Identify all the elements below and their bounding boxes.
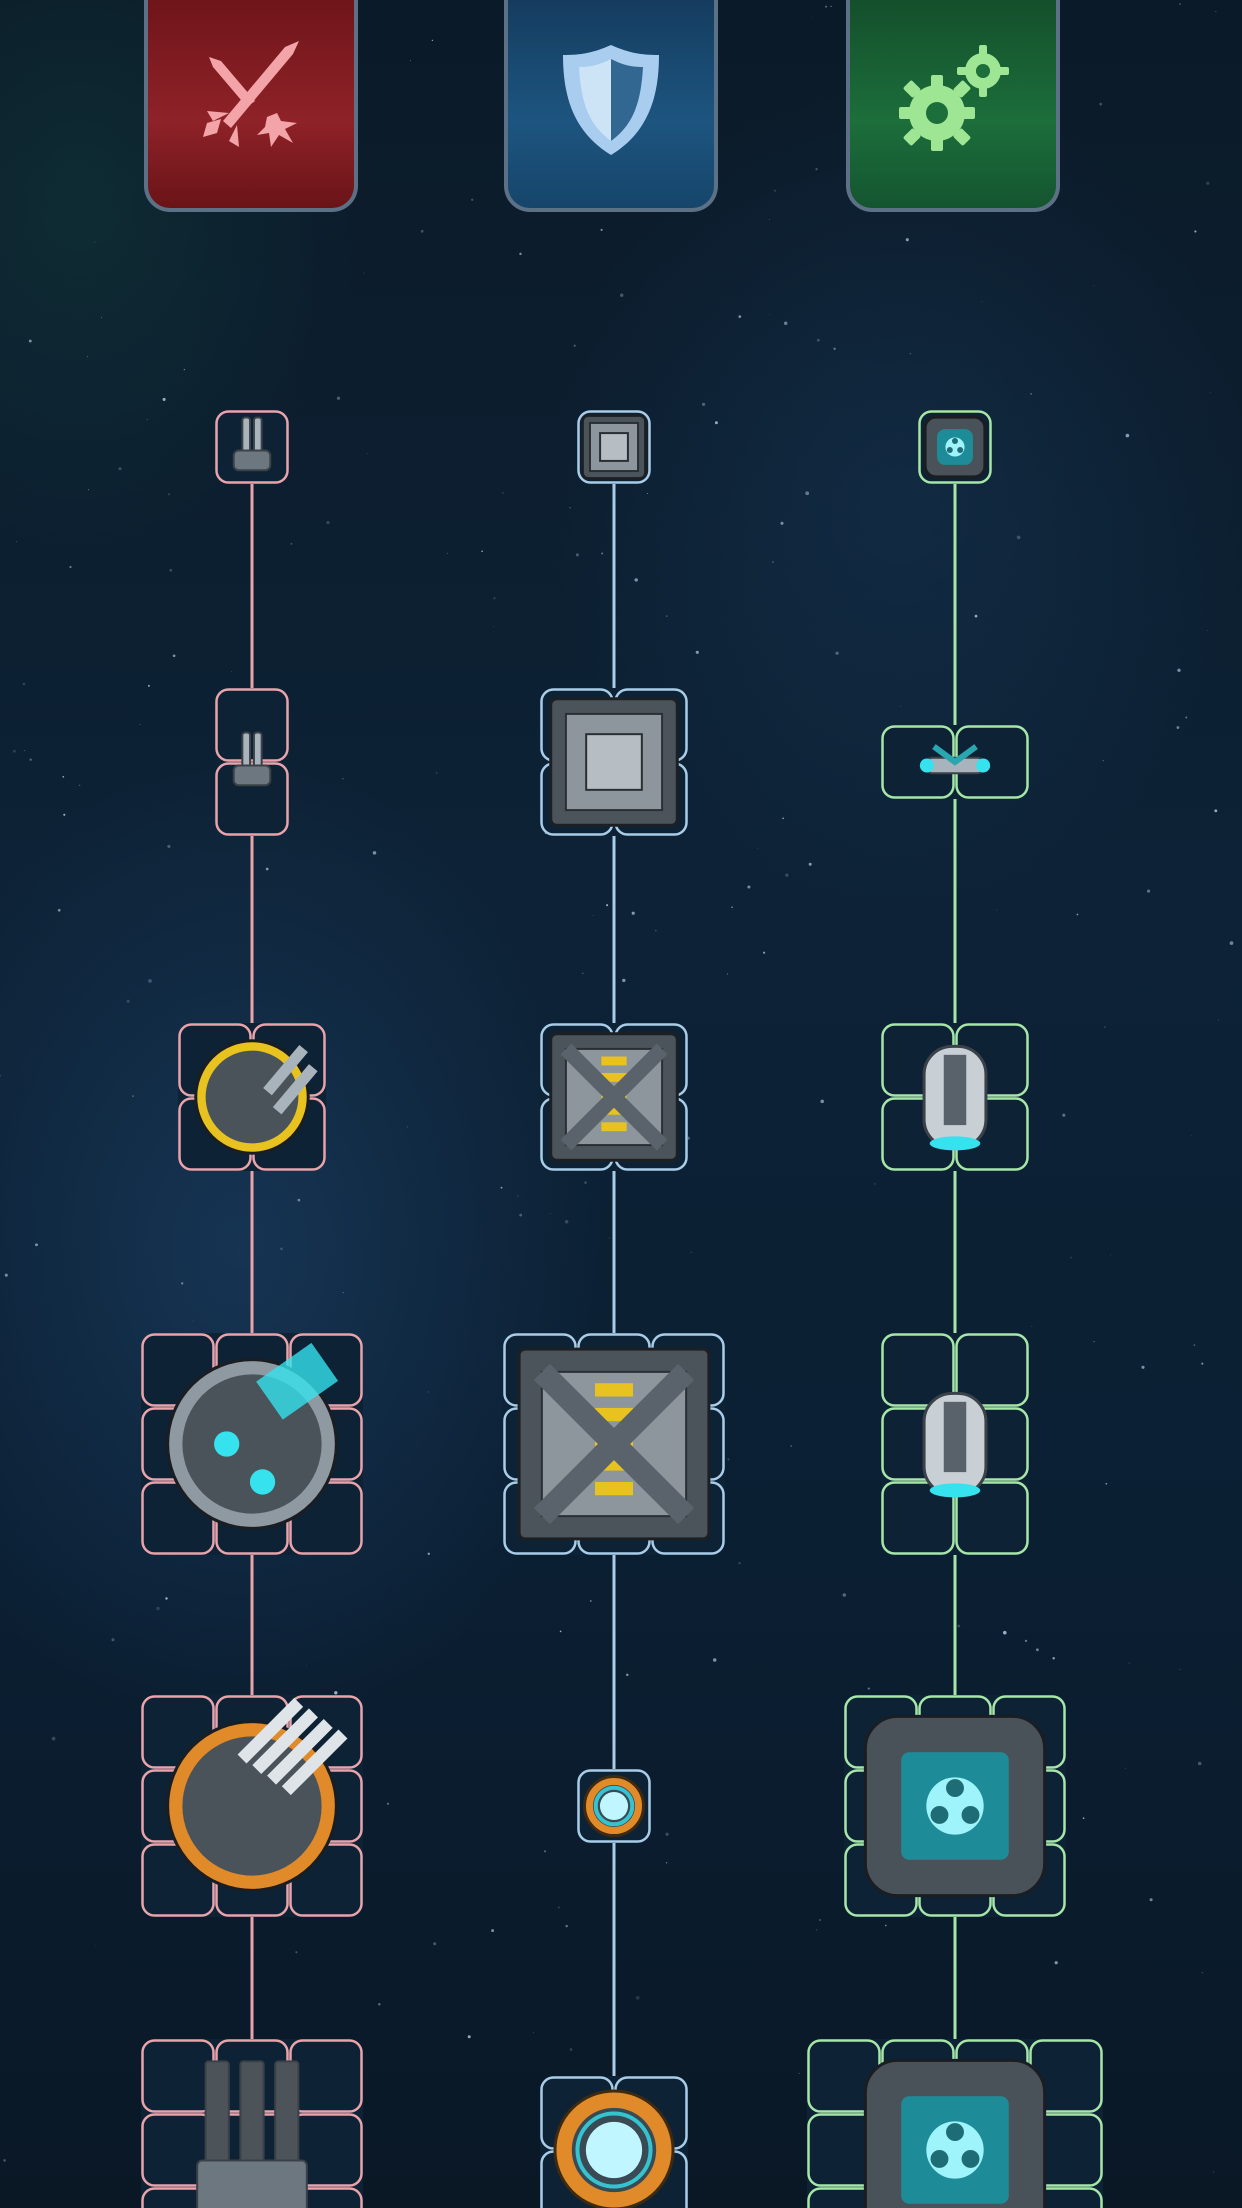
- double-barrel-round-turret-icon: [194, 1039, 318, 1155]
- shield-icon: [563, 45, 659, 155]
- module-grid-cell: [881, 1333, 955, 1407]
- module-node-attack-tier-4[interactable]: [141, 1333, 363, 1555]
- module-grid-cell: [955, 1481, 1029, 1555]
- cyan-laser-battery-icon: [166, 1342, 339, 1530]
- nuclear-core-icon: [863, 1714, 1047, 1898]
- tab-attack[interactable]: [144, 0, 358, 212]
- module-node-utility-tier-3[interactable]: [881, 1023, 1029, 1171]
- module-node-defense-tier-1[interactable]: [577, 410, 651, 484]
- tab-defense[interactable]: [504, 0, 718, 212]
- module-grid-cell: [955, 1333, 1029, 1407]
- module-node-utility-tier-4[interactable]: [881, 1333, 1029, 1555]
- module-grid-cell: [807, 2187, 881, 2208]
- module-node-defense-tier-4[interactable]: [503, 1333, 725, 1555]
- module-node-defense-tier-6[interactable]: [540, 2076, 688, 2208]
- module-node-utility-tier-2[interactable]: [881, 725, 1029, 799]
- large-nuclear-reactor-icon: [863, 2058, 1047, 2208]
- module-node-attack-tier-3[interactable]: [178, 1023, 326, 1171]
- module-node-utility-tier-5[interactable]: [844, 1695, 1066, 1917]
- module-grid-cell: [215, 762, 289, 836]
- small-gatling-turret-icon: [232, 416, 272, 472]
- small-armor-plate-icon: [580, 413, 648, 481]
- module-node-attack-tier-6[interactable]: [141, 2039, 363, 2208]
- gears-icon: [899, 45, 1009, 151]
- module-grid-cell: [215, 688, 289, 762]
- module-node-defense-tier-2[interactable]: [540, 688, 688, 836]
- module-grid-cell: [215, 410, 289, 484]
- module-node-utility-tier-1[interactable]: [918, 410, 992, 484]
- twin-thruster-icon: [919, 744, 991, 775]
- crossed-missiles-icon: [203, 41, 299, 147]
- small-reactor-icon: [923, 415, 987, 479]
- module-grid-cell: [1029, 2187, 1103, 2208]
- module-grid-cell: [577, 1769, 651, 1843]
- module-grid-cell: [577, 410, 651, 484]
- module-node-defense-tier-3[interactable]: [540, 1023, 688, 1171]
- module-node-attack-tier-5[interactable]: [141, 1695, 363, 1917]
- heavy-engine-icon: [922, 1391, 988, 1498]
- reinforced-armor-plate-icon: [549, 697, 679, 827]
- module-grid-cell: [918, 410, 992, 484]
- module-grid-cell: [881, 1481, 955, 1555]
- large-shield-generator-icon: [553, 2089, 675, 2208]
- quad-missile-launcher-icon: [166, 1697, 348, 1892]
- module-node-utility-tier-6[interactable]: [807, 2039, 1103, 2208]
- engine-pod-icon: [922, 1044, 988, 1151]
- shield-generator-icon: [582, 1774, 646, 1838]
- module-node-attack-tier-2[interactable]: [215, 688, 289, 836]
- heavy-triple-cannon-icon: [196, 2060, 308, 2208]
- module-grid-cell: [289, 2187, 363, 2208]
- hazard-armor-block-icon: [549, 1032, 679, 1162]
- tab-utility[interactable]: [846, 0, 1060, 212]
- heavy-hazard-armor-icon: [517, 1347, 711, 1541]
- module-node-defense-tier-5[interactable]: [577, 1769, 651, 1843]
- module-node-attack-tier-1[interactable]: [215, 410, 289, 484]
- twin-cannon-turret-icon: [232, 731, 272, 787]
- module-grid-cell: [141, 2187, 215, 2208]
